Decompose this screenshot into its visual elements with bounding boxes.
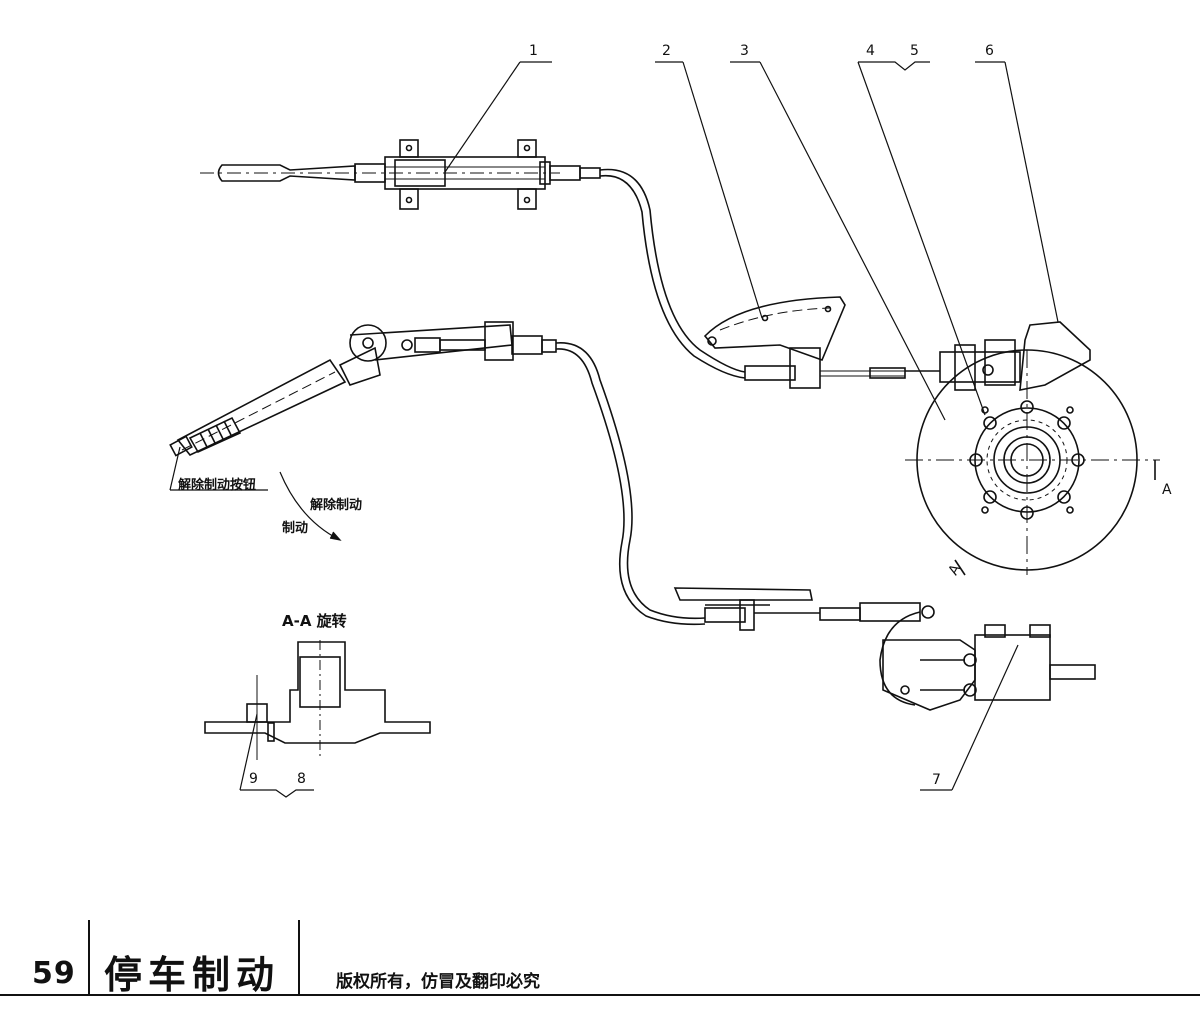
brake-disc [905,321,1160,576]
pedal-sector [703,296,906,389]
page-number: 59 [32,956,76,991]
part-label-7: 7 [932,772,941,788]
part-label-3: 3 [740,43,749,59]
section-aa [204,640,431,760]
rear-drum-brake [673,587,1096,711]
hand-lever-top [200,139,601,210]
footer-divider-right [298,920,300,996]
part-label-9: 9 [249,771,258,787]
hand-lever-lower [169,321,557,457]
cable-upper [599,168,746,373]
part-label-5: 5 [910,43,919,59]
release-brake-label: 解除制动 [310,498,363,513]
part-label-4: 4 [866,43,875,59]
section-a-label: A [1162,482,1172,498]
footer-rule [0,994,1200,996]
leader-lines [169,61,1059,798]
part-label-2: 2 [662,43,671,59]
part-label-6: 6 [985,43,994,59]
part-label-8: 8 [297,771,306,787]
brake-label: 制动 [282,521,309,536]
cable-lower [555,342,706,620]
part-label-1: 1 [529,43,538,59]
copyright-notice: 版权所有，仿冒及翻印必究 [336,972,540,992]
release-button-label: 解除制动按钮 [178,478,257,493]
section-view-title: A-A 旋转 [282,612,347,630]
page-title: 停车制动 [104,953,281,997]
footer-divider-left [88,920,90,996]
